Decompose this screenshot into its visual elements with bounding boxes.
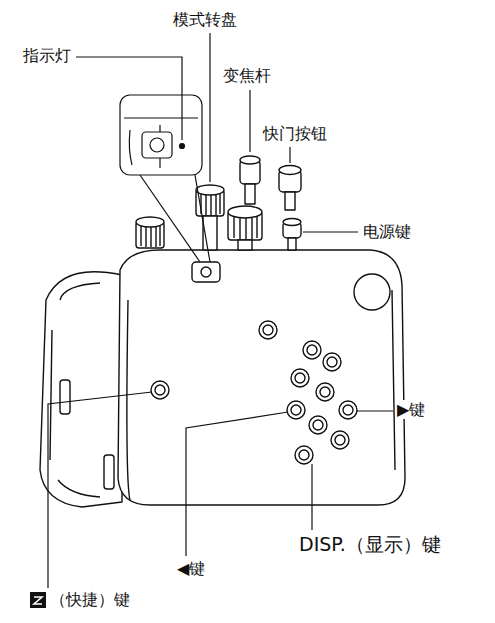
inset-frame [120,95,202,175]
left-key-label: ◀键 [176,559,206,578]
main-dial [228,206,262,250]
leader-line [76,57,182,140]
indicator-lamp [180,144,185,149]
zoom-lever-label: 变焦杆 [222,66,272,85]
mode-dial-label: 模式转盘 [172,10,238,29]
strap-lug [60,380,70,414]
quick-key-icon [30,592,46,608]
zoom-lever [240,156,260,204]
indicator-lens [201,267,211,277]
leader-line [289,147,290,163]
disp-key-label: DISP.（显示）键 [298,533,442,556]
inset-wedge [140,175,210,262]
inset-detail [124,118,198,168]
mode-dial [196,185,224,250]
housing-disc [354,274,390,310]
leader-line [249,90,250,152]
power-key-label: 电源键 [362,222,412,241]
leader-line [48,392,152,588]
housing-front-bezel [40,272,122,507]
leader-line [357,410,393,411]
bezel-rim [50,283,100,497]
strap-lug [104,455,114,489]
leader-line [186,412,288,556]
leader-line [303,231,358,232]
indicator-window [192,262,220,282]
rear-buttons [151,321,357,464]
power-button [283,219,301,251]
leader-line [311,464,312,530]
right-key-label: ▶键 [396,400,426,419]
housing-edge [127,290,395,500]
leader-line [209,33,210,182]
shutter-button [279,166,301,211]
inset-lens [150,138,164,152]
shutter-label: 快门按钮 [262,124,328,143]
quick-key-label: （快捷）键 [49,590,131,609]
housing-body [118,250,405,505]
indicator-label: 指示灯 [22,46,72,65]
left-dial [136,217,164,248]
inset-window [142,132,172,158]
